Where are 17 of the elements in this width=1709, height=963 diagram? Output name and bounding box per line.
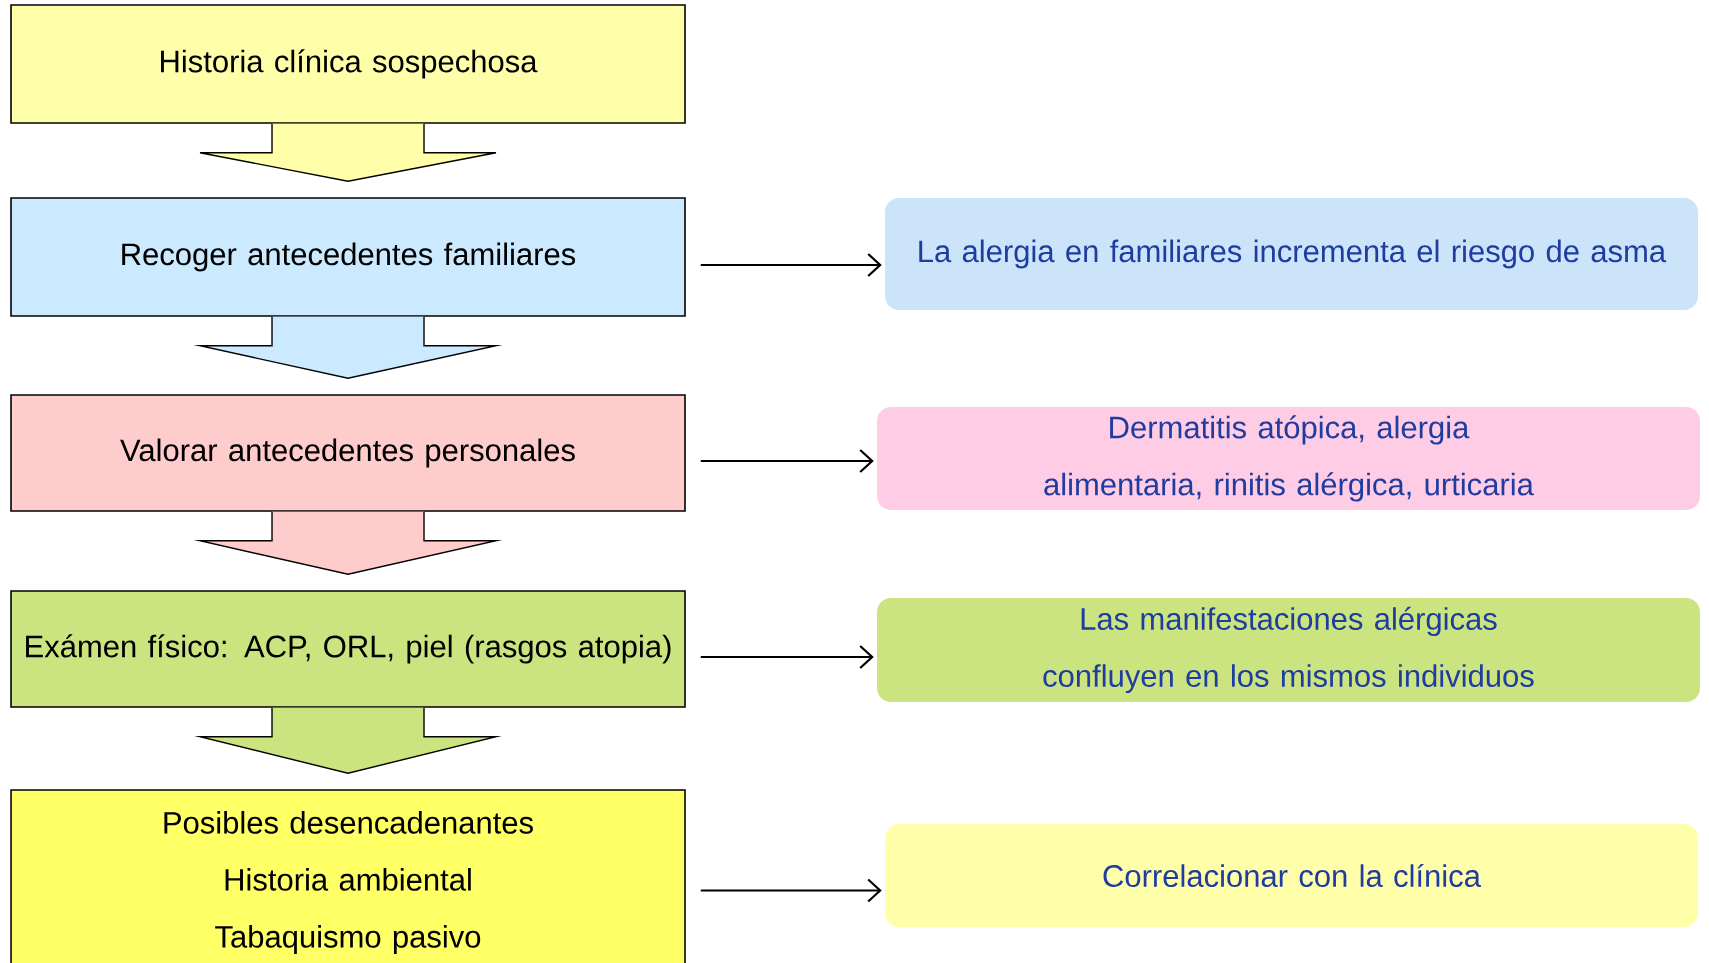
arrow: [700, 449, 874, 473]
block-arrow: [193, 316, 503, 379]
note-box: Dermatitis atópica, alergia alimentaria, rinitis alérgica, urticaria: [877, 407, 1700, 510]
arrow: [700, 645, 874, 669]
arrow: [700, 253, 882, 277]
arrow: [700, 878, 882, 903]
step-box: Valorar antecedentes personales: [10, 394, 686, 512]
note-box: La alergia en familiares incrementa el riesgo de asma: [885, 198, 1698, 310]
step-box: Posibles desencadenantes Historia ambiental Tabaquismo pasivo: [10, 789, 686, 963]
step-box: Exámen físico: ACP, ORL, piel (rasgos atopia): [10, 590, 686, 708]
note-box: Correlacionar con la clínica: [885, 824, 1698, 927]
block-arrow: [194, 707, 502, 774]
block-arrow: [193, 511, 503, 575]
step-box: Historia clínica sospechosa: [10, 4, 686, 124]
step-box: Recoger antecedentes familiares: [10, 197, 686, 317]
note-box: Las manifestaciones alérgicas confluyen en los mismos individuos: [877, 598, 1700, 702]
block-arrow: [199, 123, 497, 182]
